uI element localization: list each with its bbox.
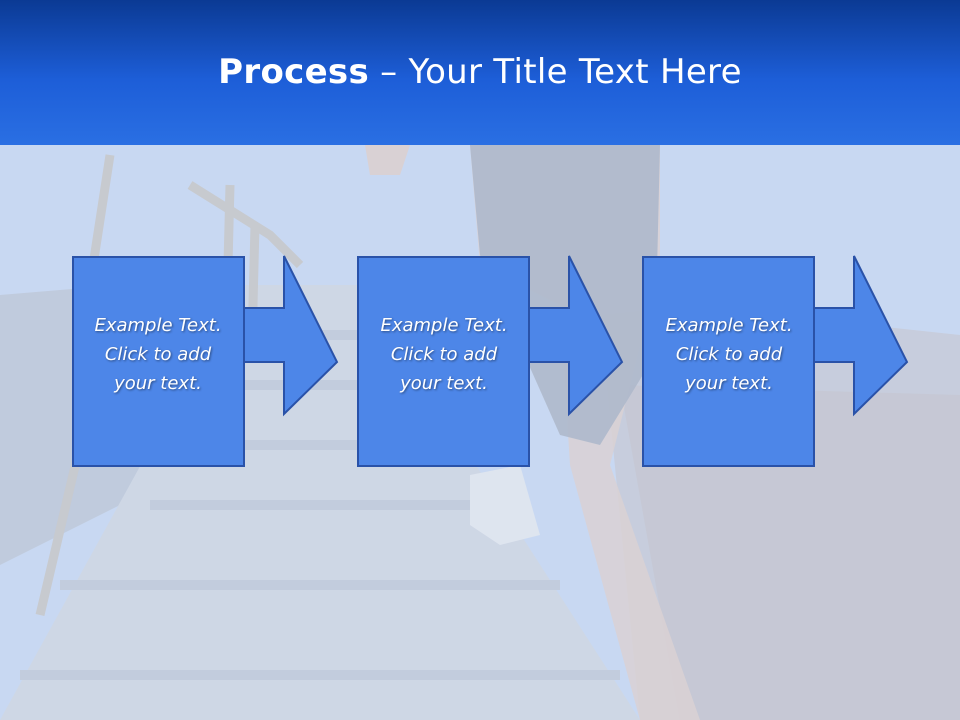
title-rest: – Your Title Text Here	[369, 52, 742, 92]
arrow-right-icon	[241, 255, 339, 417]
step-2-line-3: your text.	[400, 373, 488, 394]
step-3-line-3: your text.	[685, 373, 773, 394]
process-step-3[interactable]	[642, 255, 909, 468]
step-3-line-2: Click to add	[675, 344, 783, 365]
step-2-text[interactable]: Example Text. Click to add your text.	[358, 311, 530, 398]
process-step-1[interactable]	[72, 255, 339, 468]
slide-title[interactable]: Process – Your Title Text Here	[0, 52, 960, 92]
step-1-line-3: your text.	[114, 373, 202, 394]
step-box	[642, 256, 815, 467]
slide-header: Process – Your Title Text Here	[0, 0, 960, 145]
step-3-line-1: Example Text.	[665, 315, 793, 336]
step-box	[357, 256, 530, 467]
title-bold: Process	[218, 52, 370, 92]
arrow-right-icon	[526, 255, 624, 417]
step-1-text[interactable]: Example Text. Click to add your text.	[72, 311, 244, 398]
step-2-line-1: Example Text.	[380, 315, 508, 336]
step-1-line-1: Example Text.	[94, 315, 222, 336]
step-1-line-2: Click to add	[104, 344, 212, 365]
step-box	[72, 256, 245, 467]
step-3-text[interactable]: Example Text. Click to add your text.	[643, 311, 815, 398]
arrow-right-icon	[811, 255, 909, 417]
process-step-2[interactable]	[357, 255, 624, 468]
step-2-line-2: Click to add	[390, 344, 498, 365]
